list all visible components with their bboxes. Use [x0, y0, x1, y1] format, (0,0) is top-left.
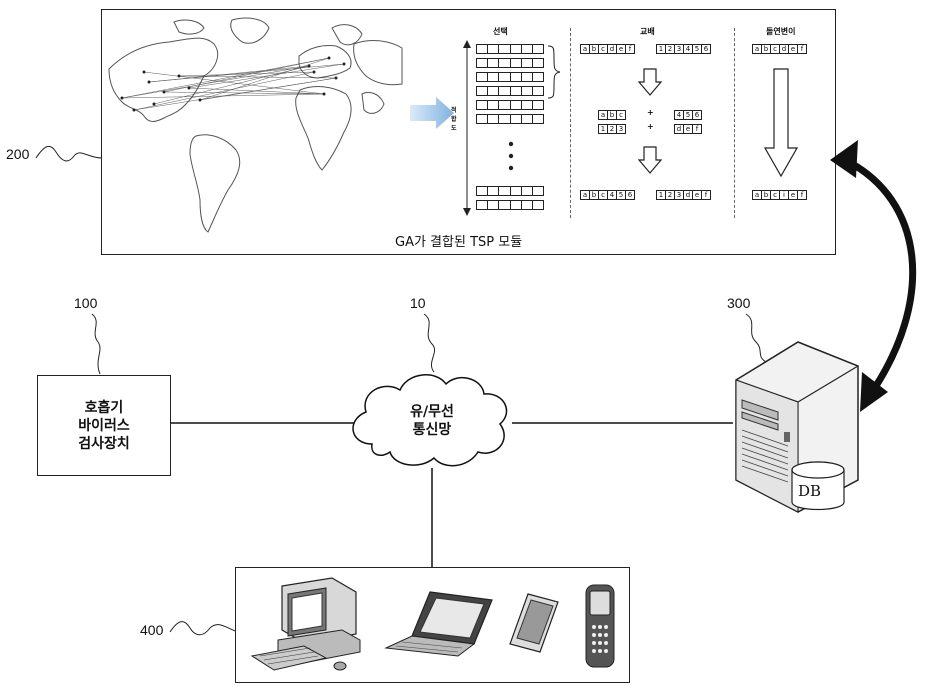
ref-300: 300 — [727, 295, 751, 311]
chromosome — [476, 100, 544, 110]
down-arrow-icon — [638, 146, 662, 174]
plus-sign: + — [647, 108, 654, 117]
column-divider — [734, 28, 735, 218]
chromosome — [476, 86, 544, 96]
chromosome — [476, 186, 544, 196]
chromosome — [476, 58, 544, 68]
laptop-icon — [384, 591, 493, 657]
ref-200: 200 — [6, 146, 30, 162]
leader-line-100 — [91, 313, 101, 375]
tester-label-line1: 호흡기 — [84, 399, 124, 416]
mobile-phone-icon — [585, 584, 615, 668]
column-divider — [570, 28, 571, 218]
ref-400: 400 — [140, 622, 164, 638]
desktop-computer-icon — [250, 577, 361, 671]
ellipsis-dots — [508, 141, 514, 171]
down-arrow-icon — [638, 68, 662, 96]
smartphone-icon — [509, 593, 559, 653]
respiratory-virus-tester-box: 호흡기 바이러스 검사장치 — [37, 375, 171, 476]
tsp-module-panel — [101, 9, 836, 255]
network-label-line2: 통신망 — [412, 422, 452, 438]
tester-label-line3: 검사장치 — [78, 435, 130, 452]
chromosome — [476, 44, 544, 54]
ref-10: 10 — [410, 295, 426, 311]
leader-line-200 — [35, 145, 103, 162]
leader-line-10 — [423, 313, 436, 373]
flow-arrow-icon — [410, 97, 454, 129]
mutation-header: 돌연변이 — [766, 27, 796, 36]
chromosome — [476, 200, 544, 210]
world-map — [108, 17, 403, 233]
network-cloud — [352, 374, 508, 467]
tester-label-line2: 바이러스 — [78, 417, 130, 434]
fitness-label: 적합도 — [451, 107, 457, 132]
long-down-arrow-icon — [764, 68, 798, 178]
leader-line-400 — [169, 621, 239, 636]
network-label: 유/무선 통신망 — [382, 403, 482, 439]
selection-brace — [547, 45, 561, 99]
ref-100: 100 — [74, 295, 98, 311]
fitness-axis — [463, 40, 471, 216]
network-label-line1: 유/무선 — [410, 404, 454, 420]
selection-header: 선택 — [493, 27, 508, 36]
module-caption: GA가 결합된 TSP 모듈 — [395, 235, 523, 250]
crossover-header: 교배 — [640, 27, 655, 36]
db-label: DB — [798, 482, 822, 500]
chromosome — [476, 72, 544, 82]
server-icon — [735, 341, 859, 513]
plus-sign: + — [647, 122, 654, 131]
chromosome — [476, 114, 544, 124]
leader-line-300 — [745, 313, 767, 363]
